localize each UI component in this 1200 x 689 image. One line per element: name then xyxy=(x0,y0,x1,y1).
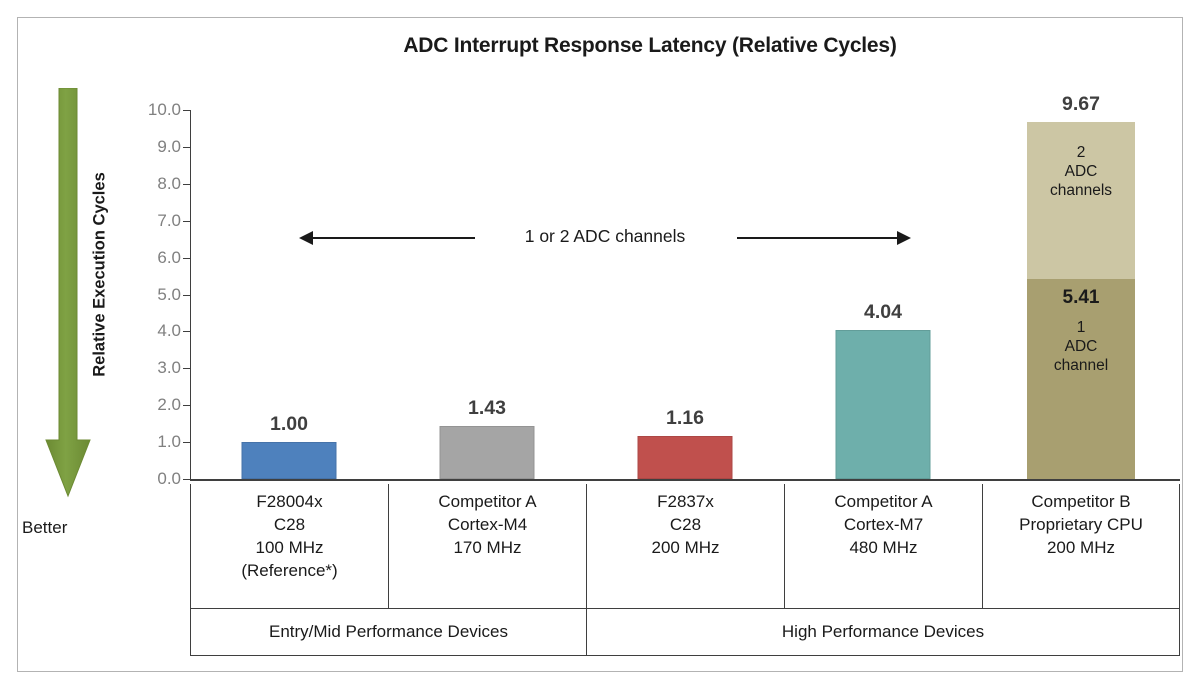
y-tick-label: 3.0 xyxy=(157,358,181,378)
y-tick-mark xyxy=(183,405,190,407)
category-line: 480 MHz xyxy=(849,537,918,557)
adc-channels-annotation: 1 or 2 ADC channels xyxy=(285,222,925,262)
double-headed-arrow-icon xyxy=(299,231,911,245)
category-line: Cortex-M7 xyxy=(843,514,924,534)
y-tick-mark xyxy=(183,442,190,444)
category-line: Cortex-M4 xyxy=(447,514,528,534)
y-tick-mark xyxy=(183,146,190,148)
better-direction-arrow xyxy=(45,87,91,498)
bar-slot: 1.00 xyxy=(190,104,388,479)
y-tick-mark xyxy=(183,257,190,259)
x-axis-line xyxy=(190,479,1180,481)
y-tick-label: 2.0 xyxy=(157,395,181,415)
y-tick-label: 6.0 xyxy=(157,247,181,267)
bar-segment xyxy=(439,426,535,479)
category-line: Proprietary CPU xyxy=(1019,514,1143,534)
bar-segment xyxy=(241,442,337,479)
group-row: Entry/Mid Performance Devices High Perfo… xyxy=(190,609,1180,656)
bar-segment xyxy=(835,329,931,479)
y-tick-label: 8.0 xyxy=(157,173,181,193)
bar[interactable] xyxy=(241,442,337,479)
chart-title: ADC Interrupt Response Latency (Relative… xyxy=(403,34,897,57)
y-tick-mark xyxy=(183,331,190,333)
bar-slot: 4.04 xyxy=(784,104,982,479)
bar[interactable] xyxy=(439,426,535,479)
bar-value-label: 1.00 xyxy=(270,413,308,436)
bar-value-label: 4.04 xyxy=(864,300,902,323)
group-cell-high-performance: High Performance Devices xyxy=(586,609,1180,656)
category-cell: Competitor A Cortex-M7 480 MHz xyxy=(784,484,982,609)
category-cell: Competitor A Cortex-M4 170 MHz xyxy=(388,484,586,609)
y-tick-mark xyxy=(183,183,190,185)
category-line: F28004x xyxy=(256,492,323,511)
bar[interactable] xyxy=(835,329,931,479)
adc-channels-annotation-label: 1 or 2 ADC channels xyxy=(524,226,686,246)
y-tick-mark xyxy=(183,220,190,222)
category-line: (Reference*) xyxy=(241,560,338,580)
bar-value-label: 9.67 xyxy=(1062,93,1100,116)
y-tick-label: 4.0 xyxy=(157,321,181,341)
category-line: 170 MHz xyxy=(453,537,522,557)
category-line: Competitor B xyxy=(1031,492,1131,511)
y-tick-label: 1.0 xyxy=(157,432,181,452)
category-line: C28 xyxy=(273,514,306,534)
category-line: 100 MHz xyxy=(255,537,324,557)
y-tick-label: 10.0 xyxy=(147,100,181,119)
chart-frame xyxy=(17,17,1183,672)
category-cell: Competitor B Proprietary CPU 200 MHz xyxy=(982,484,1180,609)
category-line: C28 xyxy=(669,514,702,534)
bar-slot: 1.16 xyxy=(586,104,784,479)
y-tick-label: 9.0 xyxy=(157,136,181,156)
category-line: F2837x xyxy=(657,492,714,511)
bar-value-label: 1.43 xyxy=(468,397,506,420)
bar-slot: 1.43 xyxy=(388,104,586,479)
y-axis-line xyxy=(190,110,191,479)
y-tick-mark xyxy=(183,368,190,370)
y-tick-mark xyxy=(183,479,190,480)
y-axis-ticks: 10.0 9.0 8.0 7.0 6.0 5.0 4.0 3.0 2.0 1.0 0.0 xyxy=(148,100,1180,488)
category-line: 200 MHz xyxy=(651,537,720,557)
better-label: Better xyxy=(22,518,68,537)
y-tick-mark xyxy=(183,294,190,296)
bar-segment xyxy=(637,436,733,479)
category-line: Competitor A xyxy=(834,492,933,511)
group-cell-entry-mid: Entry/Mid Performance Devices xyxy=(190,609,586,656)
y-tick-mark xyxy=(183,110,190,111)
bar[interactable] xyxy=(637,436,733,479)
category-line: Competitor A xyxy=(438,492,537,511)
y-tick-label: 7.0 xyxy=(157,210,181,230)
segment-value-label: 5.41 xyxy=(1062,287,1100,309)
y-axis-title: Relative Execution Cycles xyxy=(90,172,109,377)
category-line: 200 MHz xyxy=(1046,537,1115,557)
y-tick-label: 0.0 xyxy=(157,469,181,488)
y-tick-label: 5.0 xyxy=(157,284,181,304)
bar-value-label: 1.16 xyxy=(666,407,704,430)
